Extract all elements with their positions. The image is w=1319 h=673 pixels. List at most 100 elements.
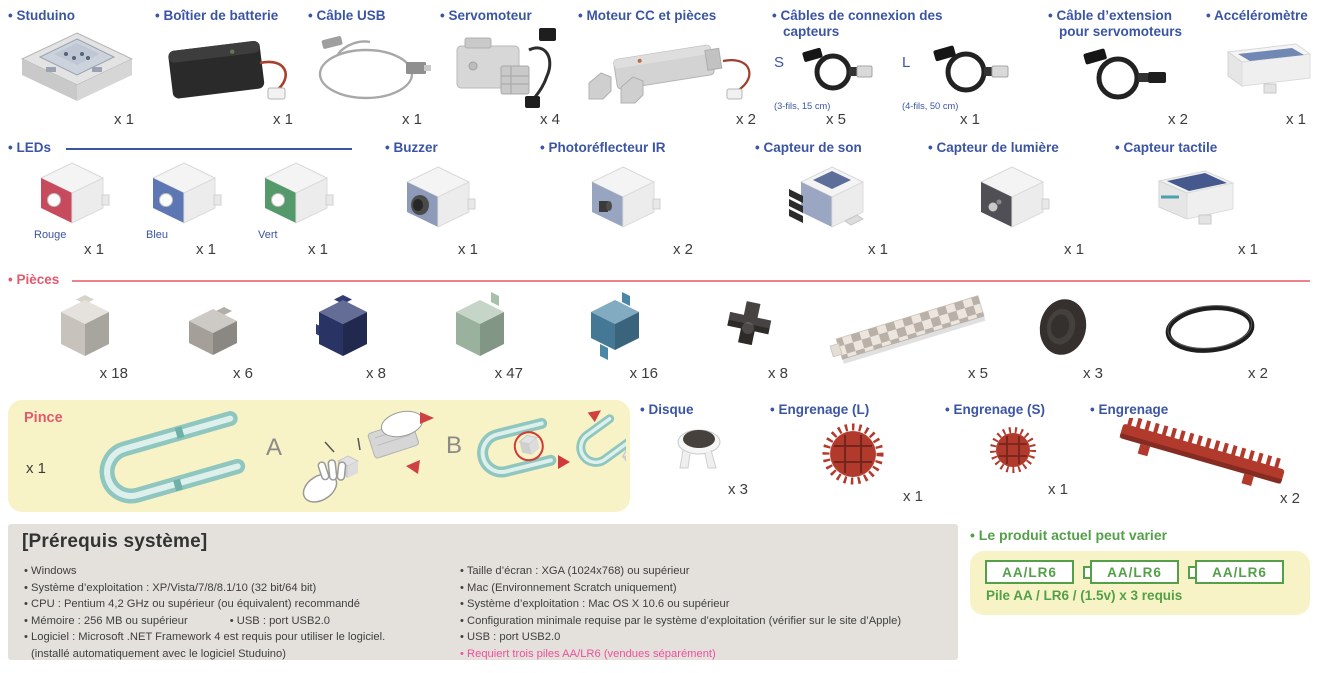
item-qty: x 1 <box>867 241 888 258</box>
item-qty: x 8 <box>767 365 788 382</box>
item-servomotor: • Servomoteur x 4 <box>440 8 572 128</box>
battery-note-panel: AA/LR6 AA/LR6 AA/LR6 Pile AA / LR6 / (1.… <box>970 551 1310 615</box>
pince-panel: Pince x 1 A B <box>8 400 630 512</box>
requirement-line: (installé automatiquement avec le logici… <box>31 647 286 660</box>
item-sound-sensor: • Capteur de son x 1 <box>755 140 900 258</box>
block-navy: x 8 <box>288 290 398 382</box>
item-sensor-cables: • Câbles de connexion des capteurs S (3-… <box>772 8 1044 128</box>
battery-terminal-nub <box>1083 565 1090 579</box>
block-checkered-beam: x 5 <box>820 288 1000 382</box>
item-dc-motor: • Moteur CC et pièces x 2 <box>578 8 768 128</box>
item-qty: x 1 <box>1047 481 1068 498</box>
cross-connector-icon <box>726 300 771 345</box>
pieces-divider <box>72 280 1310 282</box>
studuino-board-icon <box>20 32 134 102</box>
item-qty: x 1 <box>1237 241 1258 258</box>
item-label: • Capteur de lumière <box>928 140 1059 155</box>
battery-note-header: • Le produit actuel peut varier <box>970 527 1168 543</box>
battery-terminal-nub <box>1188 565 1195 579</box>
item-studuino: • Studuino x 1 <box>8 8 146 128</box>
leds-divider <box>66 148 352 150</box>
item-buzzer: • Buzzer x 1 <box>385 140 490 258</box>
light-sensor-icon <box>979 166 1050 229</box>
block-tire-disc: x 3 <box>1010 288 1115 382</box>
requirement-line-batteries: • Requiert trois piles AA/LR6 (vendues s… <box>460 647 716 660</box>
system-requirements-panel: [Prérequis système] • Windows • Système … <box>8 524 958 660</box>
item-qty: x 1 <box>401 111 422 128</box>
item-accelerometer: • Accéléromètre x 1 <box>1206 8 1318 128</box>
requirement-line: • Taille d’écran : XGA (1024x768) ou sup… <box>460 565 690 577</box>
block-icon <box>316 294 367 356</box>
cable-size-tag: S <box>774 54 785 71</box>
item-qty: x 16 <box>629 365 658 382</box>
item-qty: x 2 <box>735 111 756 128</box>
led-color-name: Bleu <box>146 229 169 241</box>
item-qty: x 1 <box>307 241 328 258</box>
item-label: • Capteur de son <box>755 140 862 155</box>
accelerometer-icon <box>1226 43 1312 94</box>
item-label: • Engrenage (S) <box>945 402 1045 417</box>
step-a-label: A <box>266 434 283 461</box>
block-blue: x 16 <box>560 288 670 382</box>
requirement-line: • Windows <box>24 565 77 577</box>
item-touch-sensor: • Capteur tactile x 1 <box>1115 140 1270 258</box>
led-red-icon <box>39 161 110 224</box>
item-qty: x 18 <box>99 365 128 382</box>
item-label: • Boîtier de batterie <box>155 8 279 23</box>
sensor-cable-s-icon <box>802 48 873 91</box>
item-extension-cable: • Câble d’extension pour servomoteurs x … <box>1048 8 1200 128</box>
led-blue-icon <box>151 161 222 224</box>
battery-box-icon <box>168 41 287 100</box>
item-label: • Engrenage <box>1090 402 1169 417</box>
cable-size-tag: L <box>902 54 911 71</box>
led-color-name: Vert <box>258 229 278 241</box>
item-qty: x 2 <box>672 241 693 258</box>
aa-battery: AA/LR6 <box>1195 560 1284 584</box>
gear-s-icon <box>989 427 1036 474</box>
system-requirements-title: [Prérequis système] <box>22 531 208 552</box>
requirement-line: • Système d’exploitation : XP/Vista/7/8/… <box>24 581 317 594</box>
gear-l-icon <box>822 423 883 485</box>
checkered-beam-icon <box>829 294 986 364</box>
item-qty: x 8 <box>365 365 386 382</box>
system-requirements-left-column: • Windows • Système d’exploitation : XP/… <box>24 563 385 662</box>
item-qty: x 1 <box>195 241 216 258</box>
item-qty: x 1 <box>902 487 923 505</box>
step-b-label: B <box>446 432 463 459</box>
pince-label: Pince <box>24 410 63 426</box>
item-qty: x 2 <box>1247 365 1268 382</box>
requirement-line: • Système d’exploitation : Mac OS X 10.6… <box>460 598 730 610</box>
buzzer-icon <box>405 166 475 229</box>
cable-spec: (3-fils, 15 cm) <box>774 101 831 111</box>
block-icon <box>61 294 109 356</box>
item-label: • Servomoteur <box>440 8 532 23</box>
item-qty: x 5 <box>967 365 988 382</box>
item-qty: x 5 <box>825 111 846 128</box>
item-disque: • Disque x 3 <box>640 402 760 498</box>
item-label: • Buzzer <box>385 140 438 155</box>
aa-battery: AA/LR6 <box>1090 560 1179 584</box>
item-label: • Câbles de connexion des capteurs <box>772 8 943 39</box>
rubber-ring-icon <box>1165 304 1255 353</box>
led-green-icon <box>263 161 334 224</box>
pince-step-b-illustration <box>477 410 626 478</box>
item-qty: x 3 <box>727 481 748 498</box>
sensor-cable-s: S (3-fils, 15 cm) x 5 <box>772 40 900 128</box>
item-qty: x 6 <box>232 365 253 382</box>
block-mint: x 47 <box>425 288 535 382</box>
battery-caption: Pile AA / LR6 / (1.5v) x 3 requis <box>986 588 1183 603</box>
system-requirements-right-column: • Taille d’écran : XGA (1024x768) ou sup… <box>460 563 901 662</box>
requirement-line: • Mémoire : 256 MB ou supérieur • USB : … <box>24 614 331 627</box>
item-qty: x 1 <box>83 241 104 258</box>
item-qty: x 1 <box>26 460 47 477</box>
dc-motor-icon <box>588 45 751 104</box>
item-label: • Câble d’extension pour servomoteurs <box>1048 8 1183 39</box>
item-qty: x 1 <box>113 111 134 128</box>
pieces-header: • Pièces <box>8 272 60 287</box>
item-label: • Studuino <box>8 8 75 23</box>
cable-spec: (4-fils, 50 cm) <box>902 101 959 111</box>
block-cross-connector: x 8 <box>695 292 800 382</box>
touch-sensor-icon <box>1156 170 1235 225</box>
item-gear-l: • Engrenage (L) x 1 <box>770 402 935 505</box>
